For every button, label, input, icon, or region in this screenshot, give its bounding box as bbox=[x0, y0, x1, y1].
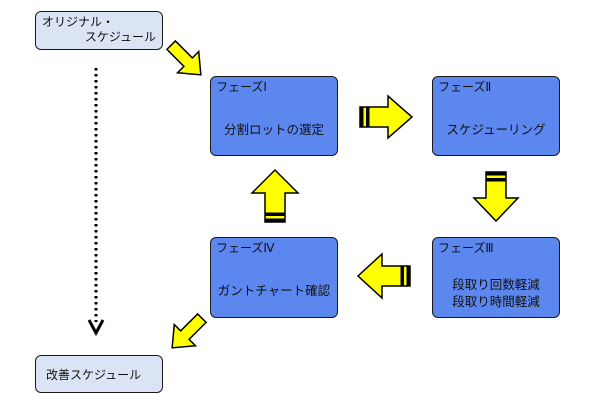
original-schedule-label-line2: スケジュール bbox=[84, 30, 156, 44]
improved-schedule-label: 改善スケジュール bbox=[46, 367, 142, 382]
original-schedule-label-line1: オリジナル・ bbox=[42, 15, 115, 29]
phase-2-title: フェーズⅡ bbox=[438, 80, 492, 94]
block-arrow-right bbox=[359, 94, 414, 140]
phase-2-box: フェーズⅡ スケジューリング bbox=[432, 76, 560, 156]
block-arrow-down bbox=[472, 171, 520, 223]
phase-2-text: スケジューリング bbox=[446, 121, 546, 137]
phase-4-title: フェーズⅣ bbox=[216, 241, 275, 255]
phase-1-text: 分割ロットの選定 bbox=[223, 121, 324, 137]
improved-schedule-box: 改善スケジュール bbox=[35, 355, 163, 393]
original-schedule-box: オリジナル・ スケジュール bbox=[35, 11, 163, 50]
block-arrow-up bbox=[250, 168, 300, 223]
phase-3-text-line2: 段取り時間軽減 bbox=[452, 293, 540, 309]
phase-3-text-line1: 段取り回数軽減 bbox=[452, 276, 540, 292]
phase-4-box: フェーズⅣ ガントチャート確認 bbox=[210, 237, 338, 318]
phase-1-box: フェーズⅠ 分割ロットの選定 bbox=[210, 76, 338, 156]
diagonal-arrow-to-phase-1 bbox=[165, 39, 202, 76]
phase-3-title: フェーズⅢ bbox=[438, 241, 494, 255]
diagonal-arrow-to-improved bbox=[171, 312, 208, 349]
block-arrow-left bbox=[356, 252, 411, 300]
phase-4-text: ガントチャート確認 bbox=[217, 283, 331, 298]
dotted-down-arrow bbox=[87, 68, 105, 337]
phase-1-title: フェーズⅠ bbox=[216, 80, 267, 94]
phase-3-box: フェーズⅢ 段取り回数軽減 段取り時間軽減 bbox=[432, 237, 560, 318]
